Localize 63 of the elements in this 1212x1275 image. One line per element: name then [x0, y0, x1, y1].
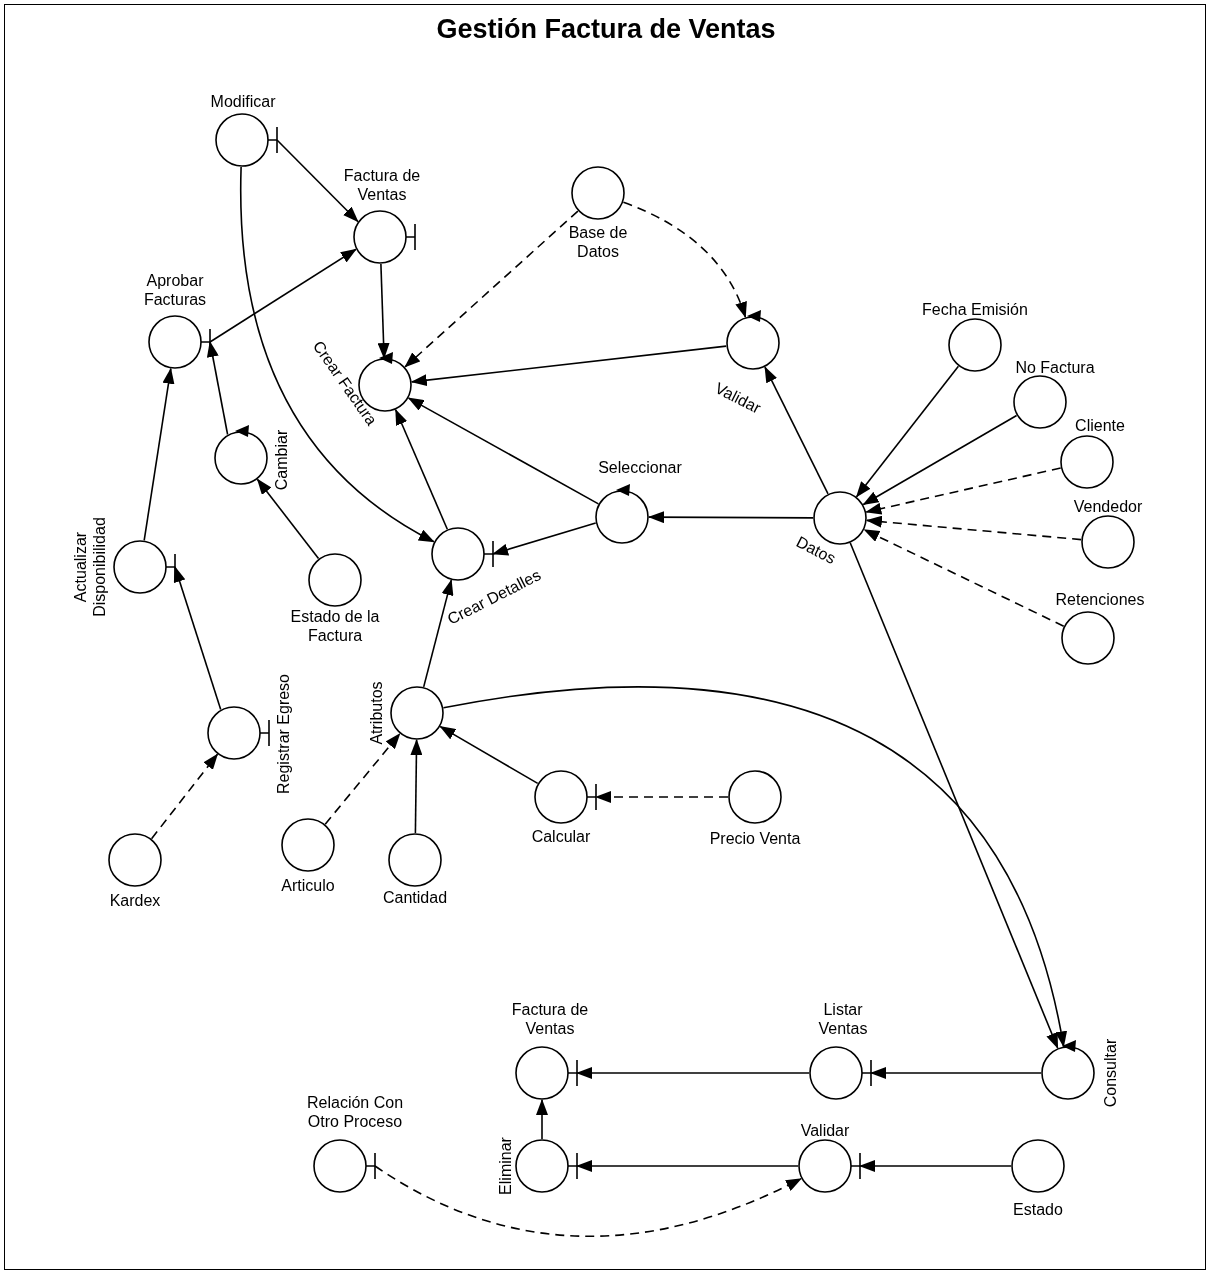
node-label: Modificar	[210, 91, 276, 111]
arrow	[576, 1067, 810, 1079]
arrow	[855, 365, 960, 498]
node-label: Atributos	[366, 681, 386, 745]
dashed-arrow	[622, 201, 747, 319]
node-label: Eliminar	[495, 1137, 515, 1195]
node-label: Calcular	[531, 826, 591, 846]
node-label: Articulo	[281, 875, 335, 895]
node-label: Precio Venta	[709, 828, 801, 848]
dashed-arrow	[865, 467, 1062, 515]
node-label: Base de Datos	[567, 223, 629, 261]
arrow	[576, 1160, 799, 1172]
node-label: No Factura	[1015, 357, 1095, 377]
node-label: Actualizar Disponibilidad	[71, 517, 109, 617]
arrow	[394, 408, 449, 530]
node-label: Registrar Egreso	[273, 674, 293, 794]
diagram-title: Gestión Factura de Ventas	[436, 14, 776, 45]
arrow	[849, 542, 1059, 1049]
dashed-arrow	[324, 733, 401, 825]
arrow	[492, 522, 597, 556]
arrow	[648, 511, 814, 524]
node-label: Listar Ventas	[817, 1000, 869, 1038]
arrow	[870, 1067, 1042, 1079]
arrow	[859, 1160, 1012, 1172]
node-label: Validar	[800, 1120, 850, 1140]
node-label: Cliente	[1075, 415, 1125, 435]
arrow	[536, 1099, 548, 1140]
node-label: Cambiar	[271, 429, 291, 491]
arrow	[143, 367, 175, 542]
arrow	[209, 248, 357, 343]
dashed-arrow	[404, 210, 579, 368]
arrow	[240, 166, 435, 543]
dashed-arrow	[865, 515, 1082, 541]
arrow	[439, 725, 539, 785]
dashed-arrow	[595, 791, 729, 803]
arrow	[407, 397, 600, 505]
node-label: Seleccionar	[598, 457, 682, 477]
dashed-arrow	[374, 1165, 802, 1237]
node-label: Kardex	[109, 890, 161, 910]
node-label: Consultar	[1100, 1038, 1120, 1108]
arrow	[764, 366, 829, 495]
arrow	[276, 139, 359, 223]
node-label: Factura de Ventas	[510, 1000, 590, 1038]
arrow	[410, 739, 423, 834]
arrow	[173, 566, 222, 711]
node-label: Cantidad	[383, 887, 447, 907]
node-label: Retenciones	[1055, 589, 1145, 609]
node-label: Estado	[1013, 1199, 1063, 1219]
node-label: Fecha Emisión	[922, 299, 1028, 319]
dashed-arrow	[150, 753, 219, 840]
node-label: Aprobar Facturas	[142, 271, 208, 309]
arrow	[442, 686, 1067, 1048]
node-label: Vendedor	[1073, 496, 1143, 516]
node-label: Estado de la Factura	[289, 607, 381, 645]
arrow	[256, 478, 320, 560]
node-label: Relación Con Otro Proceso	[305, 1093, 405, 1131]
arrow	[422, 579, 454, 688]
dashed-arrow	[863, 529, 1065, 627]
arrow	[410, 345, 727, 387]
arrow	[377, 263, 390, 359]
node-label: Factura de Ventas	[342, 166, 422, 204]
arrow	[206, 341, 229, 436]
arrow	[862, 414, 1018, 506]
